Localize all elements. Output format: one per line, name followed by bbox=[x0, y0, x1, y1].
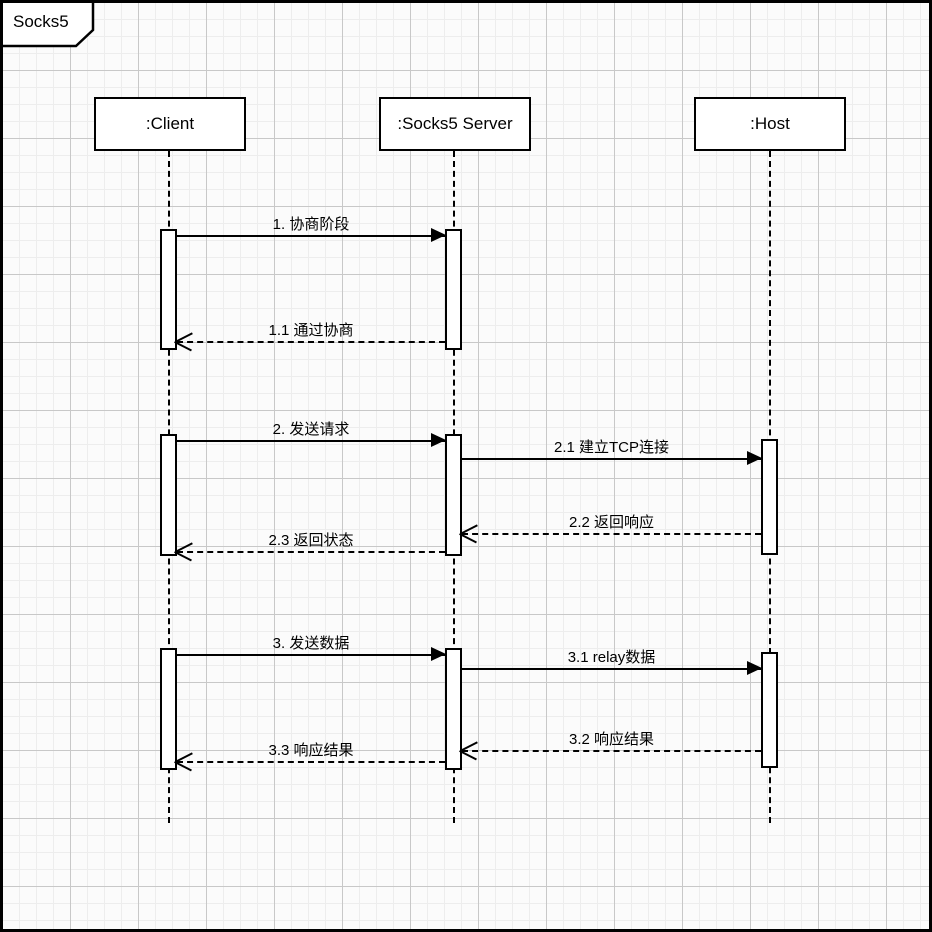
title-tab-outline bbox=[3, 3, 95, 48]
activation-client-phase2 bbox=[160, 434, 177, 556]
message-2-3-return-status-line bbox=[177, 551, 445, 553]
message-2-send-request-line bbox=[177, 440, 445, 442]
activation-socks5-phase2 bbox=[445, 434, 462, 556]
arrowhead-open-left-icon bbox=[175, 541, 195, 561]
participant-host[interactable]: :Host bbox=[694, 97, 846, 151]
arrowhead-open-left-icon bbox=[460, 523, 480, 543]
message-2-2-return-response-line bbox=[462, 533, 761, 535]
activation-host-phase2 bbox=[761, 439, 778, 555]
activation-client-phase3 bbox=[160, 648, 177, 770]
arrowhead-open-left-icon bbox=[460, 740, 480, 760]
participant-client[interactable]: :Client bbox=[94, 97, 246, 151]
message-1-1-negotiation-ok-line bbox=[177, 341, 445, 343]
arrowhead-open-left-icon bbox=[175, 751, 195, 771]
message-3-2-response-result-label: 3.2 响应结果 bbox=[568, 731, 655, 748]
message-3-1-relay-data-label: 3.1 relay数据 bbox=[567, 649, 656, 666]
message-2-1-establish-tcp-label: 2.1 建立TCP连接 bbox=[553, 439, 670, 456]
diagram-title-label: Socks5 bbox=[13, 12, 69, 31]
message-2-3-return-status-label: 2.3 返回状态 bbox=[268, 532, 354, 549]
diagram-title-tab[interactable] bbox=[3, 3, 95, 48]
arrowhead-open-left-icon bbox=[175, 331, 195, 351]
message-1-1-negotiation-ok-label: 1.1 通过协商 bbox=[268, 322, 354, 339]
activation-client-phase1 bbox=[160, 229, 177, 350]
participant-client-label: :Client bbox=[145, 114, 195, 133]
message-3-2-response-result-line bbox=[462, 750, 761, 752]
arrowhead-filled-right-icon bbox=[747, 451, 762, 465]
message-3-3-response-result-label: 3.3 响应结果 bbox=[268, 742, 354, 759]
participant-socks5-server[interactable]: :Socks5 Server bbox=[379, 97, 531, 151]
message-1-negotiation-label: 1. 协商阶段 bbox=[272, 216, 350, 233]
message-3-send-data-label: 3. 发送数据 bbox=[272, 635, 350, 652]
arrowhead-filled-right-icon bbox=[431, 433, 446, 447]
activation-socks5-phase1 bbox=[445, 229, 462, 350]
message-3-3-response-result-line bbox=[177, 761, 445, 763]
arrowhead-filled-right-icon bbox=[431, 647, 446, 661]
message-1-negotiation-line bbox=[177, 235, 445, 237]
message-3-1-relay-data-line bbox=[462, 668, 761, 670]
arrowhead-filled-right-icon bbox=[431, 228, 446, 242]
activation-socks5-phase3 bbox=[445, 648, 462, 770]
message-2-1-establish-tcp-line bbox=[462, 458, 761, 460]
message-2-2-return-response-label: 2.2 返回响应 bbox=[568, 514, 655, 531]
participant-host-label: :Host bbox=[750, 114, 790, 133]
participant-socks5-server-label: :Socks5 Server bbox=[397, 114, 513, 133]
message-3-send-data-line bbox=[177, 654, 445, 656]
arrowhead-filled-right-icon bbox=[747, 661, 762, 675]
activation-host-phase3 bbox=[761, 652, 778, 768]
message-2-send-request-label: 2. 发送请求 bbox=[272, 421, 350, 438]
